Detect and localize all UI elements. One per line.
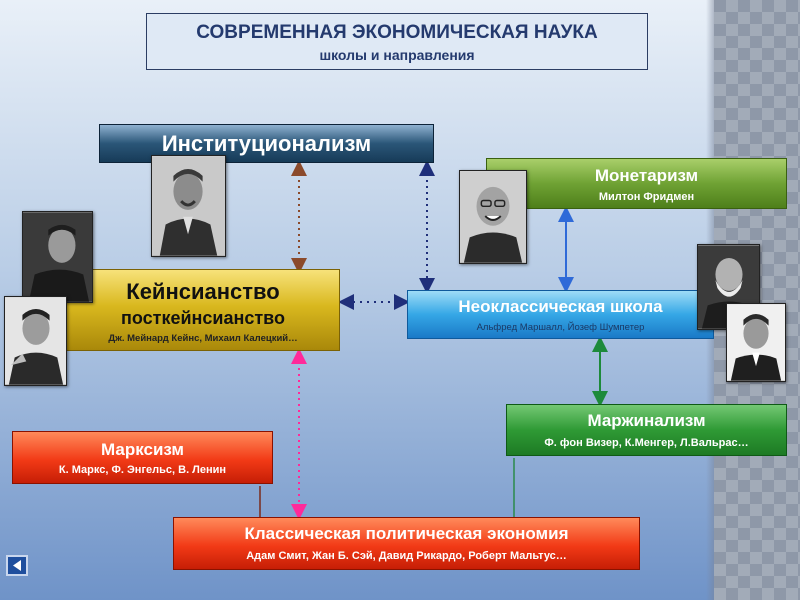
institutionalism-label: Институционализм bbox=[161, 131, 372, 156]
neoclassical-people: Альфред Маршалл, Йозеф Шумпетер bbox=[476, 322, 645, 333]
institutionalism-box: Институционализм bbox=[99, 124, 434, 163]
marginalism-box: Маржинализм Ф. фон Визер, К.Менгер, Л.Ва… bbox=[506, 404, 787, 456]
marxism-people: К. Маркс, Ф. Энгельс, В. Ленин bbox=[58, 464, 227, 476]
keynesianism-people: Дж. Мейнард Кейнс, Михаил Калецкий… bbox=[108, 333, 298, 344]
post-keynesianism-label: посткейнсианство bbox=[120, 308, 286, 328]
portrait-institutionalist bbox=[151, 155, 226, 257]
keynesianism-label: Кейнсианство bbox=[126, 279, 280, 304]
monetarism-box: Монетаризм Милтон Фридмен bbox=[486, 158, 787, 209]
slide-title-box: СОВРЕМЕННАЯ ЭКОНОМИЧЕСКАЯ НАУКА школы и … bbox=[146, 13, 648, 70]
slide-title: СОВРЕМЕННАЯ ЭКОНОМИЧЕСКАЯ НАУКА bbox=[196, 22, 598, 43]
person-photo-icon bbox=[727, 304, 785, 381]
marxism-box: Марксизм К. Маркс, Ф. Энгельс, В. Ленин bbox=[12, 431, 273, 484]
neoclassical-label: Неоклассическая школа bbox=[458, 297, 663, 316]
monetarism-people: Милтон Фридмен bbox=[598, 191, 695, 203]
back-arrow-icon bbox=[13, 560, 21, 571]
marginalism-label: Маржинализм bbox=[587, 411, 706, 430]
portrait-schumpeter bbox=[726, 303, 786, 382]
back-button[interactable] bbox=[6, 555, 28, 576]
keynesianism-box: Кейнсианство посткейнсианство Дж. Мейнар… bbox=[66, 269, 340, 351]
classical-economy-label: Классическая политическая экономия bbox=[244, 524, 569, 543]
portrait-friedman bbox=[459, 170, 527, 264]
portrait-keynes bbox=[22, 211, 93, 303]
classical-economy-box: Классическая политическая экономия Адам … bbox=[173, 517, 640, 570]
person-photo-icon bbox=[152, 156, 225, 256]
classical-economy-people: Адам Смит, Жан Б. Сэй, Давид Рикардо, Ро… bbox=[246, 550, 567, 562]
slide-subtitle: школы и направления bbox=[319, 47, 475, 63]
monetarism-label: Монетаризм bbox=[594, 166, 699, 185]
marginalism-people: Ф. фон Визер, К.Менгер, Л.Вальрас… bbox=[544, 437, 749, 449]
portrait-kalecki bbox=[4, 296, 67, 386]
person-photo-icon bbox=[460, 171, 526, 263]
neoclassical-box: Неоклассическая школа Альфред Маршалл, Й… bbox=[407, 290, 714, 339]
marxism-label: Марксизм bbox=[101, 440, 184, 459]
person-photo-icon bbox=[23, 212, 92, 302]
person-photo-icon bbox=[5, 297, 66, 385]
